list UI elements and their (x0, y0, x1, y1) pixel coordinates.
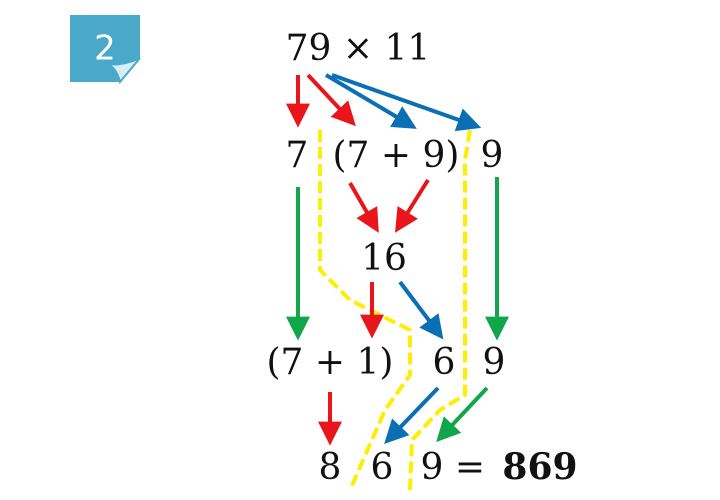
badge-number: 2 (94, 29, 116, 69)
result-digit-ones: 9 (421, 447, 444, 488)
step3-left-carry: (7 + 1) (267, 342, 394, 383)
step3-middle-digit: 6 (433, 342, 456, 383)
arrow-sum-to-16-left (348, 181, 379, 233)
step-badge: 2 (70, 15, 141, 85)
result-digit-hundreds: 8 (319, 447, 342, 488)
blue-arrows (324, 73, 482, 445)
result-answer: 869 (502, 446, 577, 488)
green-arrows (286, 177, 509, 443)
step1-left-digit: 7 (286, 135, 309, 176)
arrow-9-to-9 (331, 73, 482, 132)
result-equals: = (455, 447, 485, 488)
arrow-6-to-6 (384, 386, 440, 445)
arrow-9-to-sum (324, 73, 417, 129)
step1-right-digit: 9 (481, 135, 504, 176)
page-curl-icon (105, 57, 141, 85)
arrow-16-to-6 (398, 280, 444, 340)
step1-middle-sum: (7 + 9) (333, 135, 460, 176)
step2-sum-result: 16 (361, 238, 407, 279)
separator-left (318, 130, 412, 491)
math-expressions: 79 × 11 7 (7 + 9) 9 16 (7 + 1) 6 9 8 6 9… (267, 28, 578, 488)
arrow-9-to-result (436, 386, 489, 443)
arrow-7-to-sum (306, 73, 356, 127)
separator-right (408, 129, 472, 491)
result-digit-tens: 6 (371, 447, 394, 488)
problem-expression: 79 × 11 (286, 28, 431, 69)
red-arrows (286, 73, 430, 446)
step3-right-digit: 9 (483, 342, 506, 383)
separator-lines (318, 129, 472, 491)
arrow-sum-to-16-right (395, 178, 430, 233)
